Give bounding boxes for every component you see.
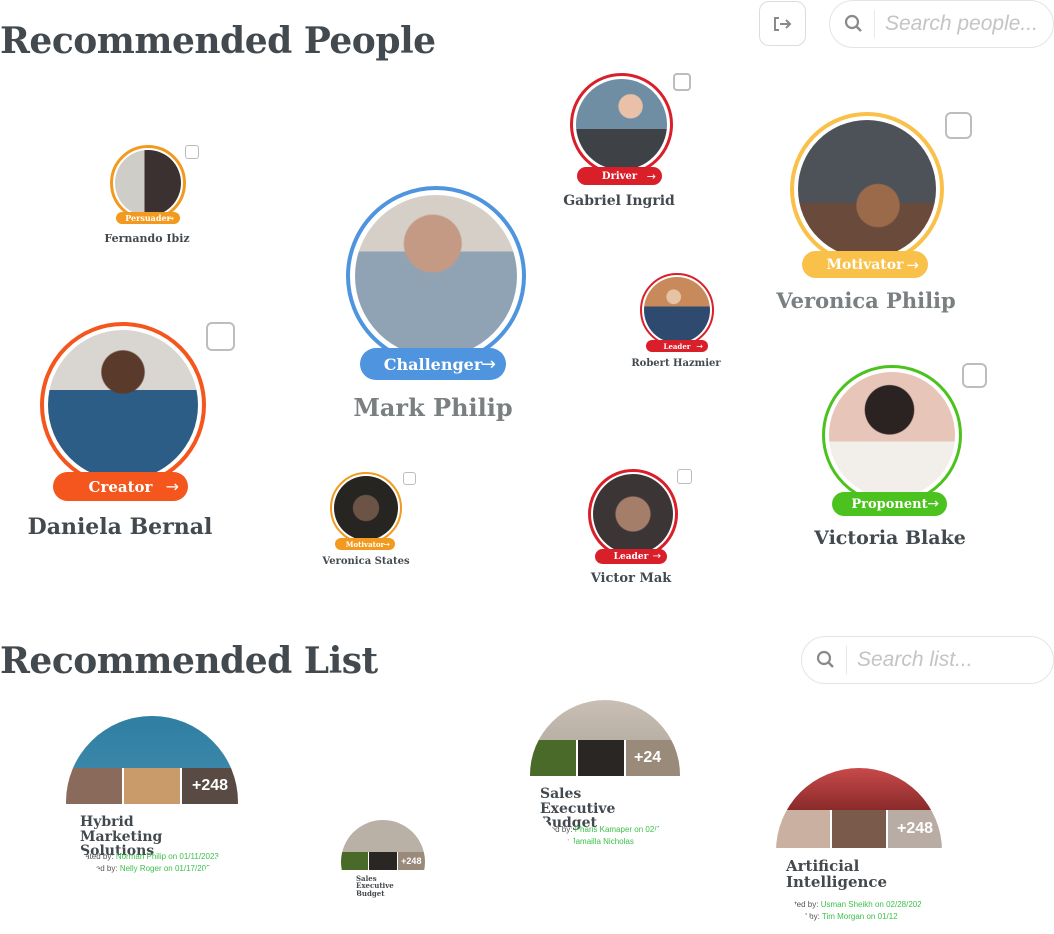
- avatar: [115, 150, 181, 216]
- list-card[interactable]: +248 Hybrid Marketing Solutions reated b…: [66, 716, 238, 888]
- role-badge[interactable]: Creator→: [53, 472, 188, 501]
- select-checkbox[interactable]: [403, 472, 416, 485]
- arrow-right-icon: →: [696, 341, 703, 351]
- more-members-count[interactable]: +248: [397, 852, 425, 870]
- select-checkbox[interactable]: [673, 73, 691, 91]
- role-badge[interactable]: Leader→: [646, 340, 708, 352]
- arrow-right-icon: →: [165, 477, 179, 496]
- avatar: [644, 277, 710, 343]
- member-thumb: [124, 768, 180, 804]
- role-badge[interactable]: Persuader→: [116, 212, 180, 224]
- list-hero-image: [776, 768, 942, 810]
- arrow-right-icon: →: [167, 213, 174, 223]
- avatar: [48, 330, 198, 480]
- list-hero-image: [530, 700, 680, 740]
- created-by: ated by: Pharis Kamaper on 02/1: [544, 825, 661, 834]
- arrow-right-icon: →: [646, 169, 656, 183]
- member-thumb: [578, 740, 624, 776]
- arrow-right-icon: →: [906, 255, 919, 274]
- arrow-right-icon: →: [652, 551, 661, 562]
- people-search-box[interactable]: [829, 0, 1054, 48]
- logout-icon: [773, 16, 791, 31]
- member-thumb: [776, 810, 830, 848]
- select-checkbox[interactable]: [677, 469, 692, 484]
- used-by: Used by: Nelly Roger on 01/17/202: [86, 864, 211, 873]
- avatar: [593, 474, 673, 554]
- select-checkbox[interactable]: [185, 145, 199, 159]
- recommended-people-title: Recommended People: [0, 20, 436, 62]
- member-thumb: [369, 852, 397, 870]
- list-title: Sales Executive Budget: [540, 786, 616, 832]
- people-search-input[interactable]: [885, 12, 1045, 36]
- list-search-box[interactable]: [801, 636, 1054, 684]
- avatar: [334, 476, 398, 540]
- more-members-count[interactable]: +24: [626, 740, 680, 776]
- search-divider: [846, 646, 847, 674]
- arrow-right-icon: →: [383, 539, 390, 549]
- list-hero-image: [66, 716, 238, 768]
- role-badge[interactable]: Motivator→: [335, 538, 395, 550]
- recommended-list-title: Recommended List: [0, 640, 378, 682]
- used-by: ed by: Tim Morgan on 01/12: [798, 912, 898, 921]
- logout-button[interactable]: [759, 1, 806, 46]
- select-checkbox[interactable]: [945, 112, 972, 139]
- created-by: reated by: Norman Philip on 01/11/2023: [78, 852, 219, 861]
- list-hero-image: [341, 820, 425, 852]
- list-title: Hybrid Marketing Solutions: [80, 814, 163, 860]
- list-card[interactable]: +24 Sales Executive Budget ated by: Phar…: [530, 700, 680, 850]
- select-checkbox[interactable]: [962, 363, 987, 388]
- list-card[interactable]: +248 Sales Executive Budget: [341, 820, 425, 904]
- member-thumb: [341, 852, 369, 870]
- role-badge[interactable]: Leader→: [595, 549, 667, 564]
- list-search-input[interactable]: [857, 648, 1017, 672]
- member-thumb: [66, 768, 122, 804]
- list-card[interactable]: +248 Artificial Intelligence ated by: Us…: [776, 768, 942, 934]
- avatar: [798, 120, 936, 258]
- search-icon: [842, 12, 866, 36]
- arrow-right-icon: →: [927, 496, 939, 512]
- role-badge[interactable]: Motivator→: [802, 251, 928, 278]
- select-checkbox[interactable]: [206, 322, 235, 351]
- used-by: d by: Jamailla Nicholas: [552, 837, 634, 846]
- role-badge[interactable]: Driver→: [577, 167, 662, 185]
- arrow-right-icon: →: [480, 353, 496, 375]
- more-members-count[interactable]: +248: [182, 768, 238, 804]
- avatar: [576, 79, 667, 170]
- search-icon: [814, 648, 838, 672]
- created-by: ated by: Usman Sheikh on 02/28/202: [790, 900, 922, 909]
- avatar: [355, 195, 517, 357]
- role-badge[interactable]: Proponent→: [832, 492, 947, 516]
- member-thumb: [832, 810, 886, 848]
- member-thumb: [530, 740, 576, 776]
- more-members-count[interactable]: +248: [888, 810, 942, 848]
- avatar: [829, 372, 955, 498]
- list-title: Sales Executive Budget: [356, 874, 394, 898]
- role-badge[interactable]: Challenger→: [360, 348, 506, 380]
- search-divider: [874, 10, 875, 38]
- list-title: Artificial Intelligence: [786, 857, 888, 891]
